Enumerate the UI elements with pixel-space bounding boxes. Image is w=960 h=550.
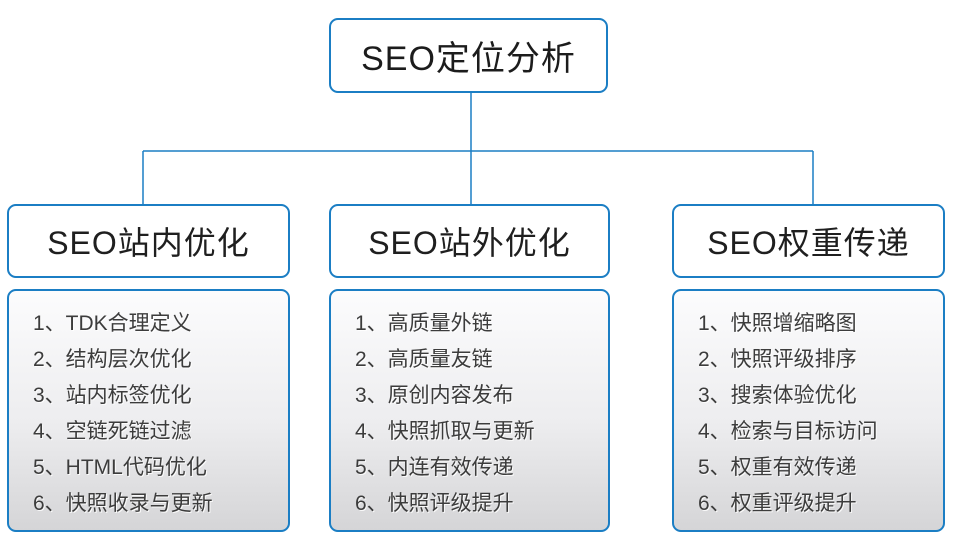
list-item: 6、快照评级提升 [355, 492, 514, 515]
column-header-offsite-title: SEO站外优化 [368, 225, 571, 261]
list-item: 1、快照增缩略图 [698, 312, 857, 335]
list-item: 2、快照评级排序 [698, 348, 857, 371]
list-item: 5、权重有效传递 [698, 456, 857, 479]
column-header-offsite: SEO站外优化 [329, 204, 610, 278]
list-item: 1、高质量外链 [355, 312, 493, 335]
column-header-weight-title: SEO权重传递 [707, 225, 910, 261]
list-item: 3、站内标签优化 [33, 384, 192, 407]
column-header-onsite: SEO站内优化 [7, 204, 290, 278]
column-header-weight: SEO权重传递 [672, 204, 945, 278]
list-item: 4、检索与目标访问 [698, 420, 878, 443]
root-node: SEO定位分析 [329, 18, 608, 93]
column-list-offsite: 1、高质量外链 2、高质量友链 3、原创内容发布 4、快照抓取与更新 5、内连有… [329, 289, 610, 532]
list-item: 3、搜索体验优化 [698, 384, 857, 407]
list-item: 5、内连有效传递 [355, 456, 514, 479]
list-item: 5、HTML代码优化 [33, 456, 207, 479]
column-header-onsite-title: SEO站内优化 [47, 225, 250, 261]
list-item: 6、快照收录与更新 [33, 492, 213, 515]
column-list-onsite: 1、TDK合理定义 2、结构层次优化 3、站内标签优化 4、空链死链过滤 5、H… [7, 289, 290, 532]
list-item: 4、空链死链过滤 [33, 420, 192, 443]
list-item: 2、高质量友链 [355, 348, 493, 371]
column-list-weight: 1、快照增缩略图 2、快照评级排序 3、搜索体验优化 4、检索与目标访问 5、权… [672, 289, 945, 532]
list-item: 2、结构层次优化 [33, 348, 192, 371]
list-item: 4、快照抓取与更新 [355, 420, 535, 443]
list-item: 6、权重评级提升 [698, 492, 857, 515]
list-item: 1、TDK合理定义 [33, 312, 192, 335]
list-item: 3、原创内容发布 [355, 384, 514, 407]
root-node-title: SEO定位分析 [361, 40, 576, 78]
